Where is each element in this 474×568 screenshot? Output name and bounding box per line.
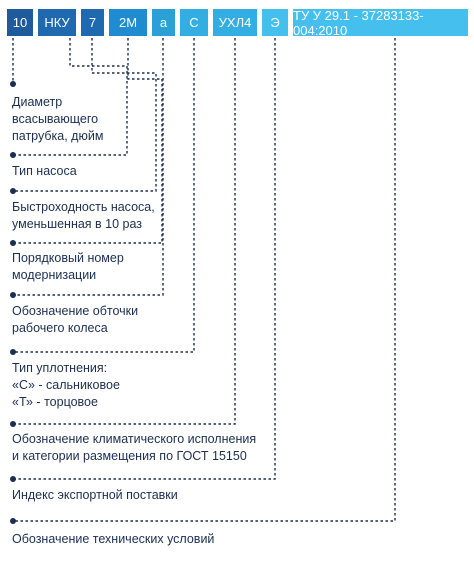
leader-dot <box>10 476 16 482</box>
code-segment-modernization: 2М <box>109 9 147 36</box>
label-tech-spec: Обозначение технических условий <box>12 532 215 546</box>
label-modernization-number: Порядковый номер модернизации <box>12 251 124 282</box>
leader-line <box>13 38 163 244</box>
label-seal-type: Тип уплотнения: «С» - сальниковое «Т» - … <box>12 361 120 409</box>
label-export-index: Индекс экспортной поставки <box>12 488 178 502</box>
leader-dot <box>10 518 16 524</box>
label-pump-type: Тип насоса <box>12 164 77 178</box>
code-segment-seal-type: С <box>180 9 208 36</box>
leader-dot <box>10 421 16 427</box>
leader-dot <box>10 188 16 194</box>
leader-dot <box>10 292 16 298</box>
leader-line <box>13 38 396 522</box>
code-segment-diameter: 10 <box>7 9 33 36</box>
leader-line <box>13 38 276 480</box>
code-segment-speed: 7 <box>81 9 104 36</box>
code-segment-impeller-trim: а <box>152 9 175 36</box>
label-specific-speed: Быстроходность насоса, уменьшенная в 10 … <box>12 200 155 231</box>
leader-line <box>13 38 236 425</box>
label-suction-diameter: Диаметр всасывающего патрубка, дюйм <box>12 95 104 143</box>
code-segment-tech-spec: ТУ У 29.1 - 37283133-004:2010 <box>293 8 468 38</box>
code-segment-climate: УХЛ4 <box>213 9 257 36</box>
code-segment-export: Э <box>262 9 288 36</box>
leader-dot <box>10 152 16 158</box>
label-impeller-trim: Обозначение обточки рабочего колеса <box>12 304 139 335</box>
leader-dot <box>10 240 16 246</box>
leader-dot <box>10 81 16 87</box>
leader-dot <box>10 349 16 355</box>
leader-line <box>13 38 128 156</box>
code-segment-pump-type: НКУ <box>38 9 76 36</box>
label-climate-category: Обозначение климатического исполнения и … <box>12 432 257 463</box>
leader-line <box>13 38 164 296</box>
